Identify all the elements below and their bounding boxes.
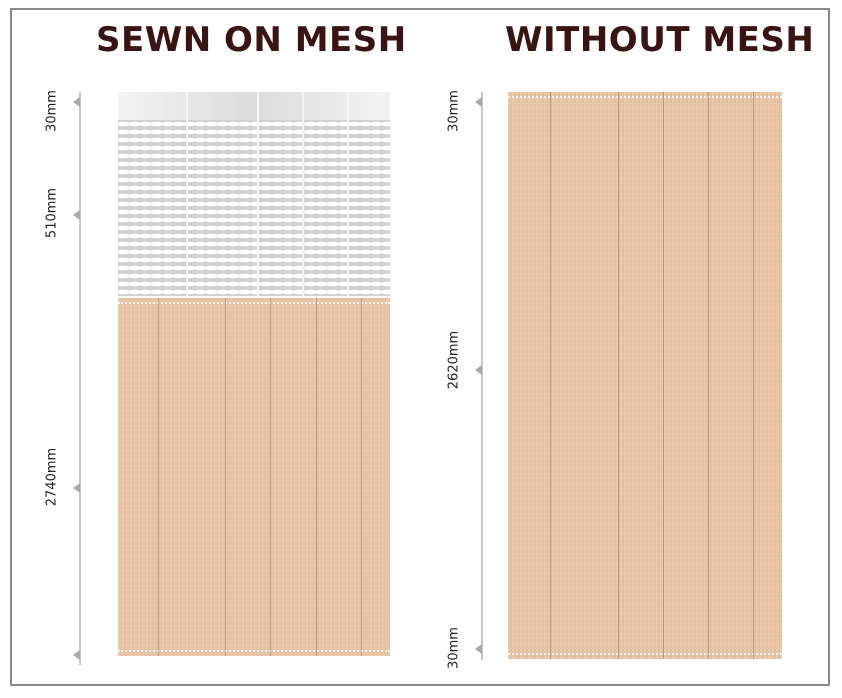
left-rail-tick-fabric: [73, 483, 80, 493]
dim-label-fabric: 2740mm: [44, 447, 60, 507]
left-rail-line: [79, 92, 81, 665]
left-rail-tick-bottom: [73, 650, 80, 660]
stitch-line: [508, 653, 782, 655]
right-rail-tick-bottom: [475, 644, 482, 654]
stitch-line: [118, 650, 390, 652]
right-rail-tick-top: [475, 97, 482, 107]
mesh-top-band: [118, 92, 390, 120]
left-rail-tick-top: [73, 97, 80, 107]
mesh-divider: [347, 92, 349, 296]
dim-label-body: 2620mm: [446, 330, 462, 390]
pleat-fold: [753, 92, 754, 659]
mesh-panel: [118, 92, 390, 296]
pleat-fold: [225, 298, 226, 656]
dim-label-top: 30mm: [446, 90, 462, 132]
mesh-perforations: [118, 120, 390, 296]
right-rail-line: [481, 92, 483, 660]
pleat-fold: [158, 298, 159, 656]
pleat-fold: [270, 298, 271, 656]
dim-label-bottom: 30mm: [446, 627, 462, 669]
pleat-fold: [361, 298, 362, 656]
stitch-line: [508, 96, 782, 98]
heading-sewn-on-mesh: SEWN ON MESH: [96, 20, 407, 60]
heading-without-mesh: WITHOUT MESH: [505, 20, 815, 60]
stitch-line: [118, 302, 390, 304]
pleat-fold: [708, 92, 709, 659]
dim-label-top: 30mm: [44, 90, 60, 132]
dim-label-mesh: 510mm: [44, 187, 60, 239]
pleat-fold: [316, 298, 317, 656]
pleat-fold: [550, 92, 551, 659]
mesh-divider: [257, 92, 259, 296]
pleat-fold: [618, 92, 619, 659]
left-rail-tick-mesh: [73, 210, 80, 220]
mesh-divider: [186, 92, 188, 296]
mesh-divider: [302, 92, 304, 296]
fabric-panel-plain: [508, 92, 782, 659]
fabric-panel-sewn: [118, 298, 390, 656]
right-rail-tick-body: [475, 365, 482, 375]
pleat-fold: [663, 92, 664, 659]
